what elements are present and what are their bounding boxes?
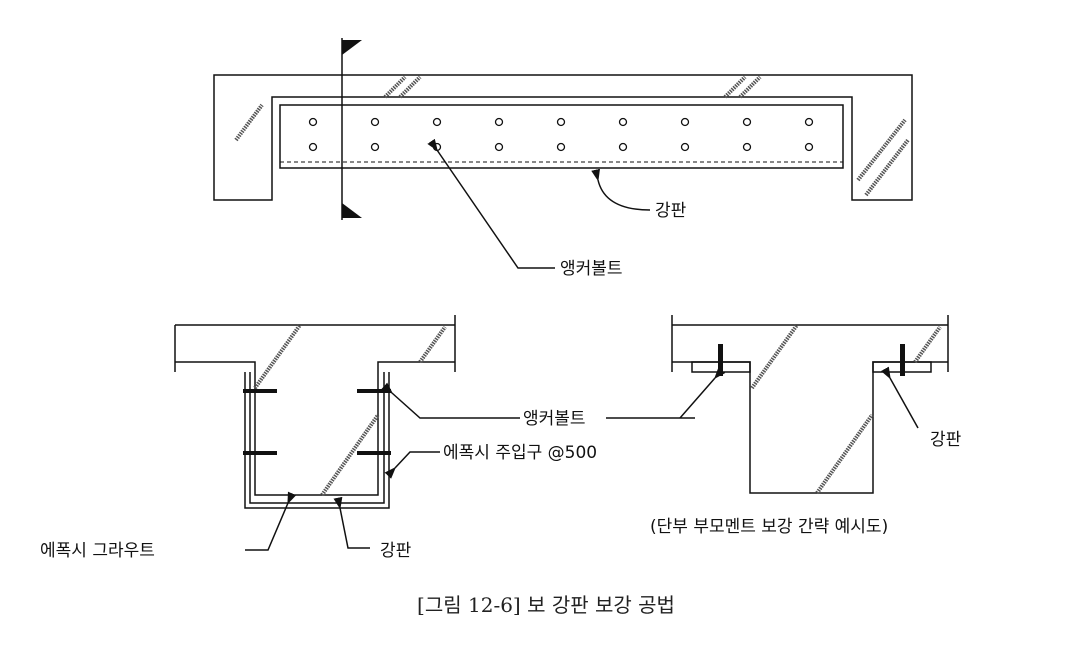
label-anchor-bolt: 앵커볼트: [523, 409, 586, 429]
anchor-bolt-hole: [680, 142, 690, 152]
anchor-bolt-hole: [370, 142, 380, 152]
anchor-bolt-hole: [308, 117, 318, 127]
anchor-bolts: [308, 117, 814, 152]
anchor-bolt-hole: [804, 142, 814, 152]
figure-caption: [그림 12-6] 보 강판 보강 공법: [417, 593, 675, 617]
beam-elevation: 강판 앵커볼트: [213, 38, 913, 279]
anchor-bolt-hole: [618, 117, 628, 127]
label-steel-plate-left: 강판: [380, 541, 412, 561]
anchor-bolt-hole: [432, 117, 442, 127]
anchor-bolt-hole: [370, 117, 380, 127]
anchor-bolt-hole: [494, 117, 504, 127]
anchor-bolt-hole: [432, 142, 442, 152]
anchor-bolt-hole: [618, 142, 628, 152]
label-anchor-bolt-top: 앵커볼트: [560, 259, 623, 279]
anchor-bolt-hole: [742, 142, 752, 152]
anchor-bolt-hole: [804, 117, 814, 127]
anchor-bolt-hole: [494, 142, 504, 152]
steel-plate-elevation: [279, 104, 844, 169]
label-steel-plate-top: 강판: [655, 201, 687, 221]
negative-moment-section: 강판 (단부 부모멘트 보강 간략 예시도): [650, 315, 962, 537]
label-right-note: (단부 부모멘트 보강 간략 예시도): [650, 517, 888, 537]
anchor-bolt-hole: [556, 142, 566, 152]
u-wrap-section: 앵커볼트 에폭시 주입구 @500 에폭시 그라우트 강판: [40, 315, 695, 561]
label-epoxy-inlet: 에폭시 주입구 @500: [443, 443, 597, 463]
label-epoxy-grout: 에폭시 그라우트: [40, 541, 155, 561]
anchor-bolt-hole: [680, 117, 690, 127]
anchor-bolt-hole: [742, 117, 752, 127]
label-steel-plate-right: 강판: [930, 430, 962, 450]
anchor-bolt-hole: [556, 117, 566, 127]
anchor-bolt-hole: [308, 142, 318, 152]
